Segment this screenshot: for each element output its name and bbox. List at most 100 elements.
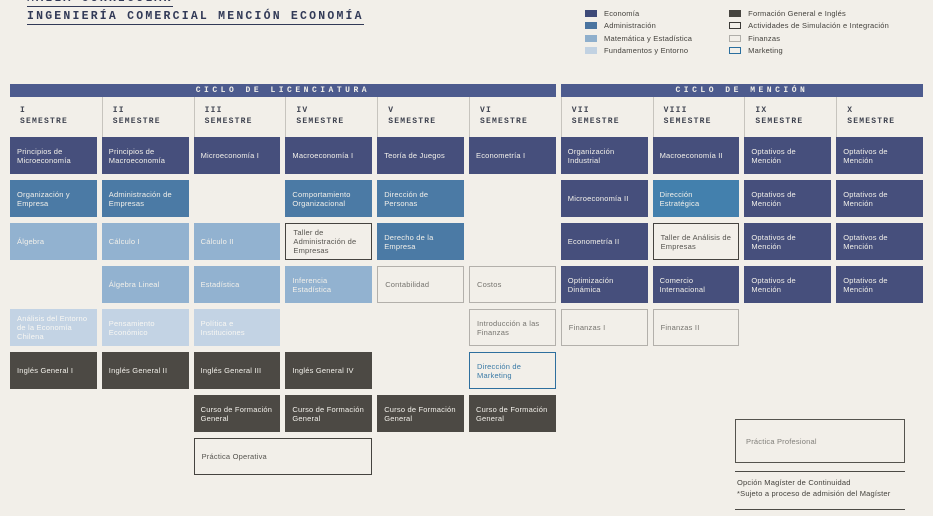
legend-item-marketing: Marketing — [729, 46, 889, 55]
formacion-swatch — [729, 9, 742, 17]
course-box: Principios de Macroeconomía — [101, 137, 189, 174]
legend-item-matematica: Matemática y Estadística — [585, 33, 693, 43]
course-box: Organización y Empresa — [10, 180, 97, 217]
course-box: Curso de Formación General — [285, 395, 373, 432]
course-box: Comercio Internacional — [652, 266, 740, 303]
legend-label: Fundamentos y Entorno — [604, 46, 689, 55]
practica-profesional-box: Práctica Profesional — [735, 419, 905, 463]
course-box: Inglés General II — [101, 352, 189, 389]
course-box: Dirección de Personas — [377, 180, 464, 217]
legend-label: Actividades de Simulación e Integración — [748, 21, 889, 30]
administracion-swatch — [585, 22, 597, 29]
legend-label: Economía — [604, 8, 640, 18]
course-box: Cálculo II — [193, 223, 281, 260]
divider-line — [735, 471, 905, 472]
simulacion-swatch — [729, 22, 742, 29]
cycle-bars: CICLO DE LICENCIATURA CICLO DE MENCIÓN — [10, 84, 923, 97]
cycle-bar-mencion: CICLO DE MENCIÓN — [560, 84, 923, 97]
divider-line — [735, 509, 905, 510]
course-box: Inglés General IV — [285, 352, 373, 389]
page-title: MALLA CURRICULAR INGENIERÍA COMERCIAL ME… — [27, 0, 364, 25]
course-box: Macroeconomía I — [285, 137, 373, 174]
course-box: Optativos de Mención — [836, 223, 923, 260]
course-box: Curso de Formación General — [469, 395, 556, 432]
course-box: Optativos de Mención — [836, 180, 923, 217]
course-box: Econometría II — [560, 223, 648, 260]
course-box: Taller de Análisis de Empresas — [652, 223, 740, 260]
course-box: Finanzas II — [652, 309, 740, 346]
legend-label: Finanzas — [748, 33, 781, 43]
course-box: Dirección de Marketing — [469, 352, 556, 389]
legend-item-finanzas: Finanzas — [729, 33, 889, 43]
legend-item-formacion: Formación General e Inglés — [729, 8, 889, 18]
course-box: Principios de Microeconomía — [10, 137, 97, 174]
course-box: Dirección Estratégica — [652, 180, 740, 217]
legend-column-right: Formación General e Inglés Actividades d… — [729, 9, 889, 55]
course-box: Curso de Formación General — [193, 395, 281, 432]
course-box: Inglés General III — [193, 352, 281, 389]
finanzas-swatch — [729, 34, 742, 42]
course-box: Inferencia Estadística — [285, 266, 373, 303]
course-box: Taller de Administración de Empresas — [285, 223, 373, 260]
economia-swatch — [585, 9, 597, 17]
course-box: Optativos de Mención — [836, 266, 923, 303]
matematica-swatch — [585, 34, 597, 42]
fundamentos-swatch — [585, 47, 597, 54]
course-box: Álgebra Lineal — [101, 266, 189, 303]
course-grid: Principios de Microeconomía Principios d… — [10, 137, 923, 475]
course-box: Cálculo I — [101, 223, 189, 260]
course-box: Econometría I — [469, 137, 556, 174]
legend: Economía Administración Matemática y Est… — [585, 9, 889, 55]
course-box: Álgebra — [10, 223, 97, 260]
course-box: Microeconomía II — [560, 180, 648, 217]
course-box: Optativos de Mención — [836, 137, 923, 174]
course-box: Microeconomía I — [193, 137, 281, 174]
course-box: Derecho de la Empresa — [377, 223, 464, 260]
legend-item-economia: Economía — [585, 8, 692, 18]
course-box: Comportamiento Organizacional — [285, 180, 373, 217]
course-box: Administración de Empresas — [101, 180, 189, 217]
course-box: Teoría de Juegos — [377, 137, 464, 174]
course-box: Política e Instituciones — [193, 309, 281, 346]
legend-item-administracion: Administración — [585, 21, 692, 30]
course-box: Organización Industrial — [560, 137, 648, 174]
course-box: Curso de Formación General — [377, 395, 464, 432]
course-box: Macroeconomía II — [652, 137, 740, 174]
course-box: Optimización Dinámica — [560, 266, 648, 303]
course-box: Optativos de Mención — [744, 137, 832, 174]
title-line-2: INGENIERÍA COMERCIAL MENCIÓN ECONOMÍA — [27, 10, 364, 25]
marketing-swatch — [729, 47, 742, 54]
title-line-1: MALLA CURRICULAR — [27, 0, 173, 7]
course-box: Contabilidad — [377, 266, 464, 303]
magister-note: Opción Magíster de Continuidad *Sujeto a… — [737, 478, 891, 498]
course-box: Análisis del Entorno de la Economía Chil… — [10, 309, 97, 346]
legend-label: Formación General e Inglés — [748, 8, 846, 18]
course-box: Optativos de Mención — [744, 266, 832, 303]
cycle-bar-licenciatura: CICLO DE LICENCIATURA — [10, 84, 556, 97]
course-box: Costos — [469, 266, 556, 303]
course-box: Finanzas I — [560, 309, 648, 346]
legend-label: Marketing — [748, 46, 783, 55]
course-box: Optativos de Mención — [744, 180, 832, 217]
legend-column-left: Economía Administración Matemática y Est… — [585, 9, 692, 55]
legend-label: Matemática y Estadística — [604, 33, 693, 43]
course-box-practica-operativa: Práctica Operativa — [193, 438, 373, 475]
course-box: Inglés General I — [10, 352, 97, 389]
course-box: Introducción a las Finanzas — [469, 309, 556, 346]
legend-label: Administración — [604, 21, 656, 30]
course-box: Optativos de Mención — [744, 223, 832, 260]
course-box: Pensamiento Económico — [101, 309, 189, 346]
legend-item-simulacion: Actividades de Simulación e Integración — [729, 21, 889, 30]
